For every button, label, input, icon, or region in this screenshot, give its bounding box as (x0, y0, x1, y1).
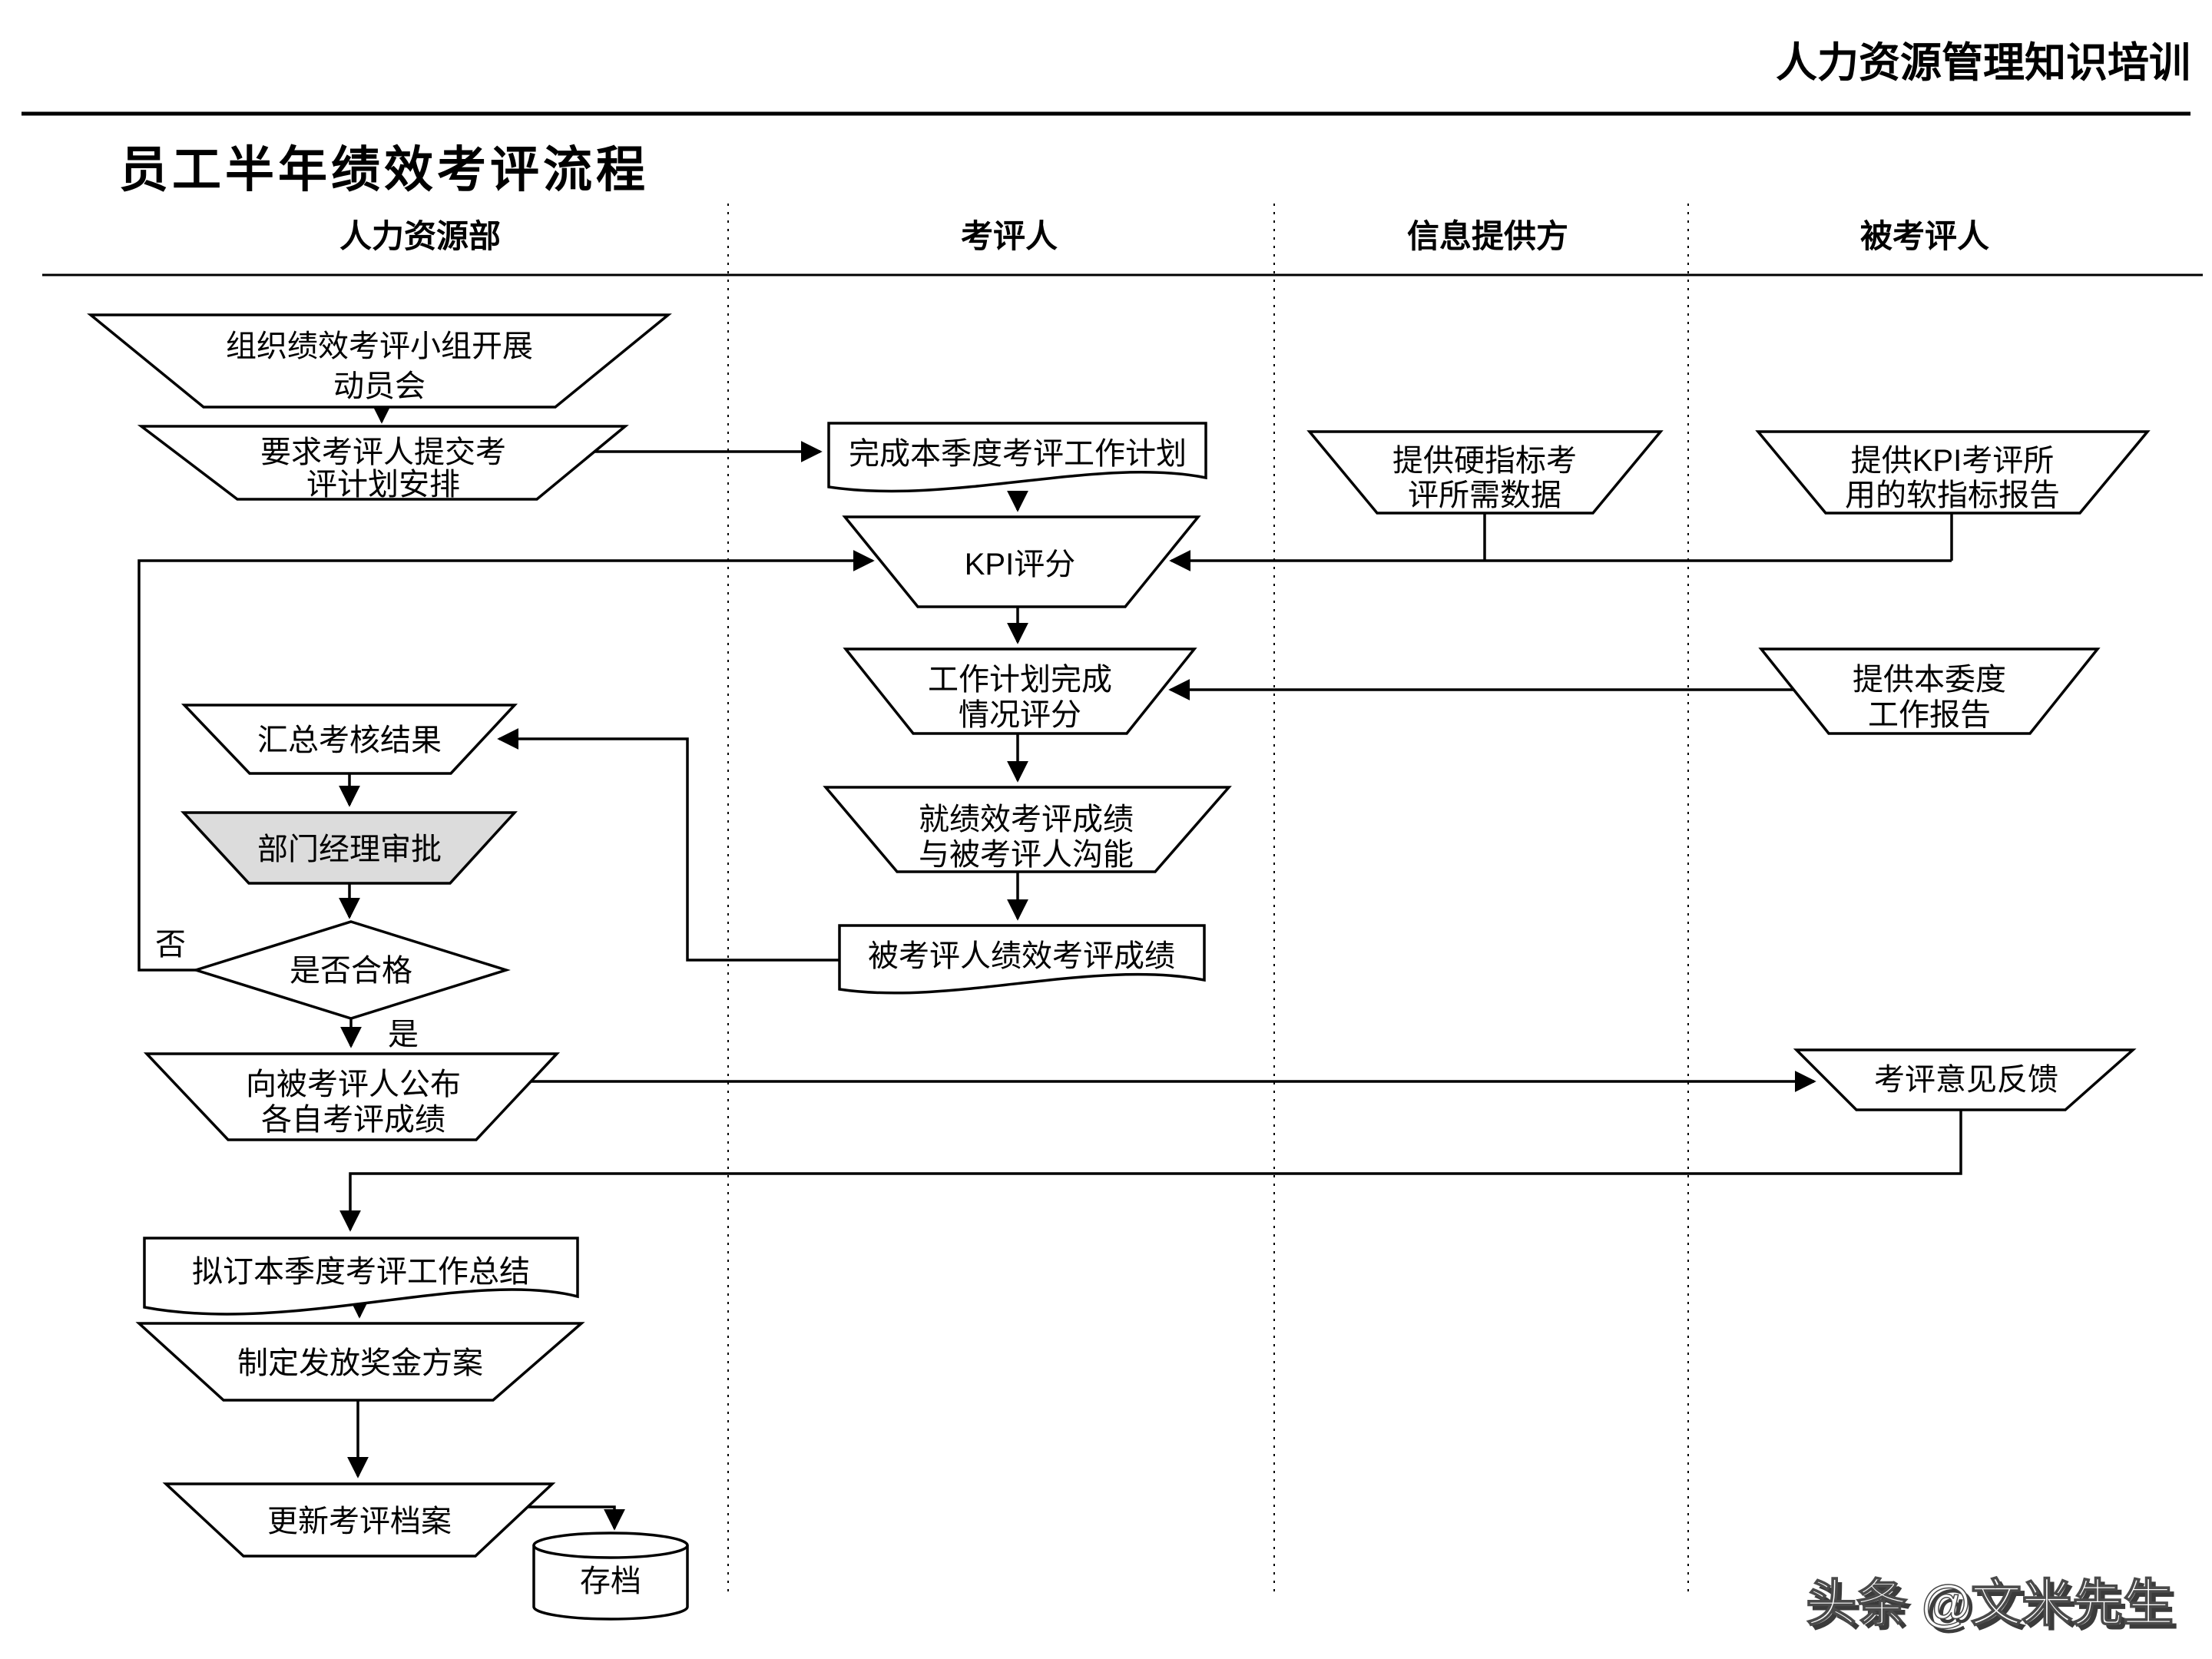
node-communicate-label-1: 就绩效考评成绩 (919, 803, 1134, 836)
node-mobilization-shape (87, 313, 672, 409)
node-manager-approve: 部门经理审批 (180, 811, 518, 885)
lane-header-assessor: 考评人 (961, 218, 1058, 254)
node-qualified-label: 是否合格 (290, 954, 412, 988)
node-update-archive-shape (162, 1482, 556, 1558)
node-kpi-scoring-shape (842, 515, 1201, 608)
node-archive-body (532, 1545, 689, 1621)
node-result-doc-label: 被考评人绩效考评成绩 (868, 939, 1175, 973)
node-result-doc: 被考评人绩效考评成绩 (838, 924, 1206, 995)
node-publish-label-2: 各自考评成绩 (261, 1103, 445, 1137)
node-plan-scoring-label-2: 情况评分 (959, 698, 1081, 732)
branch-label-yes: 是 (388, 1018, 419, 1051)
node-mobilization-label-2: 动员会 (333, 369, 426, 403)
node-mobilization-label-1: 组织绩效考评小组开展 (226, 329, 533, 363)
node-work-report: 提供本委度 工作报告 (1758, 647, 2101, 735)
watermark-shadow: 头条 @文米先生 (1810, 1579, 2178, 1636)
node-kpi-scoring: KPI评分 (842, 515, 1201, 608)
node-kpi-report-label-2: 用的软指标报告 (1845, 478, 2060, 512)
page-header-title: 人力资源管理知识培训 (1776, 40, 2190, 86)
node-kpi-report: 提供KPI考评所 用的软指标报告 (1755, 430, 2151, 515)
node-archive-top (532, 1532, 689, 1559)
node-archive-database: 存档 (532, 1532, 689, 1621)
node-bonus-plan-label: 制定发放奖金方案 (237, 1346, 483, 1380)
node-communicate-label-2: 与被考评人沟能 (919, 838, 1134, 872)
lane-header-assessee: 被考评人 (1860, 218, 1989, 254)
node-summary-doc-label: 拟订本季度考评工作总结 (192, 1255, 530, 1289)
node-work-report-label-2: 工作报告 (1868, 698, 1991, 732)
node-work-report-shape (1758, 647, 2101, 735)
node-qualified-shape (191, 920, 511, 1020)
node-complete-plan-label: 完成本季度考评工作计划 (849, 437, 1187, 471)
lane-header-hr: 人力资源部 (339, 218, 501, 254)
node-hard-data-label-1: 提供硬指标考 (1392, 444, 1577, 478)
node-feedback-label: 考评意见反馈 (1874, 1063, 2058, 1097)
node-feedback-shape (1793, 1048, 2137, 1111)
connector-result-to-summarize (497, 728, 839, 962)
node-bonus-plan: 制定发放奖金方案 (135, 1322, 585, 1402)
node-manager-approve-label: 部门经理审批 (257, 833, 442, 866)
node-plan-scoring-shape (843, 647, 1197, 735)
node-qualified-decision: 是否合格 (191, 920, 511, 1020)
node-plan-scoring: 工作计划完成 情况评分 (843, 647, 1197, 735)
watermark-text: 头条 @文米先生 (1806, 1575, 2174, 1631)
watermark: 头条 @文米先生 头条 @文米先生 (1806, 1574, 2178, 1636)
node-update-archive: 更新考评档案 (162, 1482, 556, 1558)
node-hard-data-shape (1306, 430, 1664, 515)
node-request-plan-shape (137, 425, 629, 501)
node-request-plan-label-2: 评计划安排 (306, 468, 460, 502)
node-hard-data: 提供硬指标考 评所需数据 (1306, 430, 1664, 515)
node-summarize: 汇总考核结果 (180, 704, 518, 775)
node-result-doc-shape (838, 924, 1206, 995)
connector-feedback-to-summary-doc (339, 1110, 1962, 1232)
node-plan-scoring-label-1: 工作计划完成 (928, 663, 1112, 697)
node-kpi-report-label-1: 提供KPI考评所 (1851, 444, 2054, 478)
node-publish-label-1: 向被考评人公布 (246, 1068, 461, 1101)
node-hard-data-label-2: 评所需数据 (1408, 478, 1561, 512)
node-archive-label: 存档 (580, 1565, 641, 1598)
connector-no-loop-to-kpi (137, 550, 875, 972)
node-complete-plan-shape (827, 422, 1207, 493)
node-communicate: 就绩效考评成绩 与被考评人沟能 (823, 786, 1232, 873)
node-communicate-shape (823, 786, 1232, 873)
node-update-archive-label: 更新考评档案 (267, 1505, 452, 1538)
node-publish-shape (143, 1052, 561, 1141)
node-complete-plan: 完成本季度考评工作计划 (827, 422, 1207, 493)
node-mobilization: 组织绩效考评小组开展 动员会 (87, 313, 672, 409)
node-summary-doc: 拟订本季度考评工作总结 (143, 1237, 579, 1316)
page-title: 员工半年绩效考评流程 (119, 142, 649, 197)
node-summarize-shape (180, 704, 518, 775)
node-manager-approve-shape (180, 811, 518, 885)
connector-update-to-archive (528, 1505, 625, 1531)
node-publish: 向被考评人公布 各自考评成绩 (143, 1052, 561, 1141)
node-kpi-report-shape (1755, 430, 2151, 515)
node-summarize-label: 汇总考核结果 (257, 724, 442, 757)
node-summary-doc-shape (143, 1237, 579, 1316)
node-request-plan: 要求考评人提交考 评计划安排 (137, 425, 629, 502)
node-request-plan-label-1: 要求考评人提交考 (260, 435, 506, 469)
node-kpi-scoring-label: KPI评分 (965, 548, 1075, 581)
branch-label-no: 否 (155, 928, 186, 962)
lane-header-info: 信息提供方 (1407, 218, 1568, 254)
node-work-report-label-1: 提供本委度 (1853, 663, 2006, 697)
node-feedback: 考评意见反馈 (1793, 1048, 2137, 1111)
node-bonus-plan-shape (135, 1322, 585, 1402)
